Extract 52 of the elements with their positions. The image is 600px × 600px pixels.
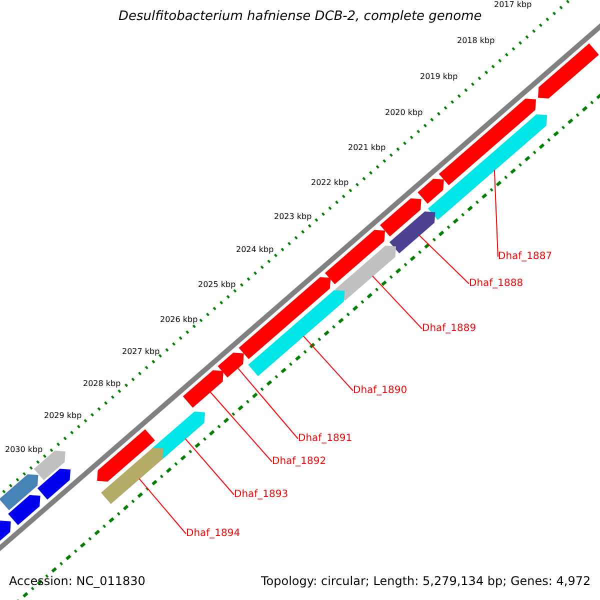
- gene-label: Dhaf_1887: [498, 251, 552, 262]
- gene-segment: [218, 352, 244, 378]
- gene-label: Dhaf_1892: [272, 456, 326, 468]
- scale-label: 2028 kbp: [83, 379, 121, 388]
- leader-line: [237, 367, 298, 440]
- gene-segment: [389, 211, 436, 254]
- gene-segment: [238, 277, 331, 360]
- gene-segment: [324, 230, 386, 284]
- gene-segment: [0, 520, 11, 543]
- gene-segment: [418, 178, 444, 204]
- gene-segment: [380, 198, 422, 236]
- gene-label: Dhaf_1890: [353, 385, 408, 396]
- gene-label: Dhaf_1893: [234, 489, 288, 500]
- genome-info-text: Topology: circular; Length: 5,279,134 bp; Genes: 4,972: [261, 575, 591, 589]
- gene-label: Dhaf_1894: [186, 528, 240, 540]
- leader-line: [418, 234, 470, 284]
- gene-label: Dhaf_1891: [298, 433, 352, 444]
- gene-label: Dhaf_1888: [469, 278, 524, 290]
- scale-label: 2019 kbp: [420, 72, 458, 82]
- scale-label: 2020 kbp: [385, 108, 423, 118]
- scale-label: 2021 kbp: [348, 143, 386, 152]
- scale-label: 2024 kbp: [236, 245, 274, 254]
- gene-label: Dhaf_1889: [422, 323, 476, 334]
- gene-segment: [538, 43, 599, 99]
- scale-label: 2026 kbp: [160, 315, 198, 324]
- scale-label: 2018 kbp: [457, 36, 495, 46]
- gene-segment: [335, 246, 396, 301]
- accession-text: Accession: NC_011830: [9, 575, 146, 589]
- scale-label: 2022 kbp: [311, 178, 349, 188]
- scale-label: 2023 kbp: [274, 212, 312, 222]
- title: Desulfitobacterium hafniense DCB-2, complete genome: [118, 10, 482, 25]
- gene-segment: [438, 98, 536, 186]
- gene-segment: [428, 114, 548, 220]
- scale-label: 2027 kbp: [122, 347, 160, 356]
- scale-label: 2029 kbp: [44, 411, 82, 420]
- scale-label: 2030 kbp: [5, 445, 43, 454]
- gene-segment: [0, 474, 38, 510]
- leader-line: [210, 391, 272, 462]
- leader-line: [494, 170, 498, 258]
- gene-segment: [182, 370, 224, 408]
- scale-label: 2017 kbp: [494, 0, 532, 10]
- leader-line: [184, 438, 234, 496]
- leader-line: [372, 276, 422, 330]
- gene-segment: [101, 448, 164, 504]
- gene-segment: [152, 412, 206, 460]
- gene-segment: [97, 429, 155, 482]
- scale-label: 2025 kbp: [198, 280, 236, 290]
- leader-line: [138, 478, 186, 534]
- gene-segment: [8, 494, 40, 526]
- gene-segment: [248, 290, 345, 376]
- gene-segment: [38, 468, 71, 500]
- leader-line: [302, 336, 354, 392]
